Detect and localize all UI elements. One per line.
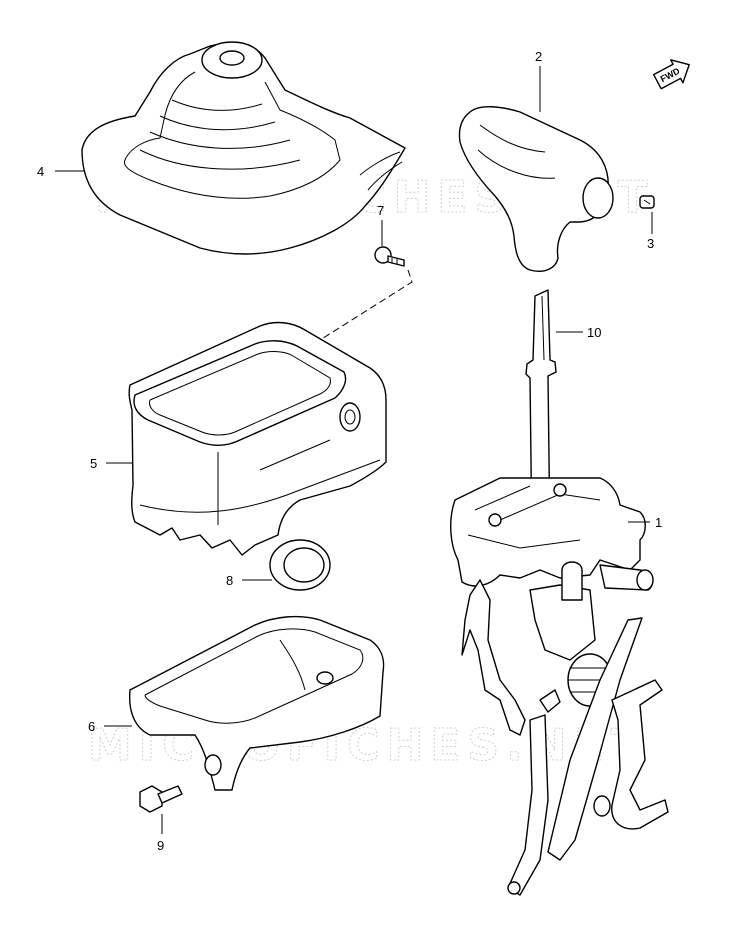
callout-6: 6	[88, 719, 95, 734]
callout-9: 9	[157, 838, 164, 853]
callout-1: 1	[655, 515, 662, 530]
callout-8: 8	[226, 573, 233, 588]
assembly-line	[319, 269, 413, 341]
shifter-assembly	[450, 477, 669, 896]
callout-10: 10	[587, 325, 601, 340]
tray-bolt	[139, 785, 183, 813]
callout-7: 7	[377, 203, 384, 218]
grommet	[269, 539, 331, 591]
shift-knob	[458, 106, 614, 272]
callout-5: 5	[90, 456, 97, 471]
knob-screw	[639, 195, 655, 209]
boot-screw	[374, 246, 405, 267]
console-housing	[128, 321, 387, 556]
callout-3: 3	[647, 236, 654, 251]
forward-arrow-icon: FWD	[652, 59, 690, 90]
lower-tray	[128, 615, 385, 791]
shift-boot	[81, 41, 406, 255]
callout-4: 4	[37, 164, 44, 179]
callout-2: 2	[535, 49, 542, 64]
